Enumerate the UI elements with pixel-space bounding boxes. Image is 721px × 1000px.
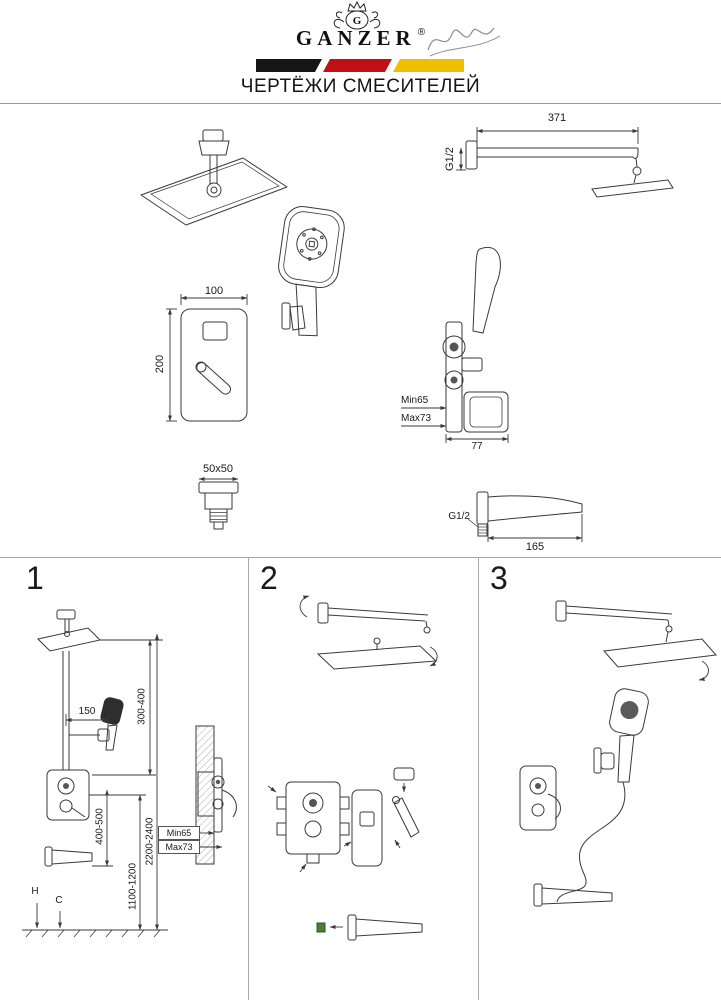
dim-wall-max: Max73: [401, 413, 432, 424]
dim-mixer-height-install: 1100-1200: [127, 862, 139, 911]
dim-escutcheon-size: 50x50: [203, 463, 233, 475]
rain-shower-drawing: [140, 129, 288, 226]
dim-mixer-width: 100: [204, 285, 224, 297]
brand-lockup: GANZER®: [0, 26, 721, 51]
dim-head-to-shower: 300-400: [136, 688, 148, 725]
dim-mixer-height: 200: [153, 354, 166, 374]
dim-arm-length: 371: [547, 112, 567, 124]
floor-height-mark: H: [31, 886, 39, 897]
mixer-side-drawing: [442, 246, 509, 433]
registered-mark: ®: [417, 27, 426, 38]
crest-logo-icon: G: [333, 0, 381, 30]
signature-mark: [427, 27, 501, 57]
mixer-side-dimensions: [401, 405, 509, 443]
section-3-number: 3: [490, 560, 508, 596]
wall-max-cell: Max73: [158, 840, 200, 854]
flag-yellow-segment: [393, 59, 464, 72]
spout-dimensions: [487, 514, 583, 542]
dim-spout-length: 165: [525, 541, 545, 553]
dim-arm-thread: G1/2: [443, 147, 456, 171]
flag-black-segment: [256, 59, 322, 72]
mixer-front-drawing: [180, 308, 248, 422]
hand-shower-drawing: [278, 206, 345, 337]
section-dividers: [0, 557, 721, 1000]
shower-arm-dimensions: [456, 127, 639, 171]
dim-wall-min: Min65: [401, 395, 429, 406]
wall-min-cell: Min65: [158, 826, 200, 840]
install-diagram-3: [519, 600, 717, 907]
install-diagram-1: [22, 609, 237, 938]
dim-spout-range: 400-500: [94, 808, 106, 845]
dim-head-height: 2200-2400: [144, 817, 156, 866]
crest-monogram: G: [353, 15, 362, 27]
flag-bar: [256, 59, 464, 72]
escutcheon-drawing: [198, 476, 239, 530]
dim-hand-shower-offset: 150: [78, 706, 96, 717]
flag-red-segment: [323, 59, 392, 72]
dim-spout-thread: G1/2: [448, 511, 470, 522]
page-title: ЧЕРТЁЖИ СМЕСИТЕЛЕЙ: [240, 76, 481, 97]
spout-drawing: [467, 491, 583, 537]
shower-arm-drawing: [465, 140, 674, 198]
dim-holder-width: 77: [471, 441, 483, 452]
section-2-number: 2: [260, 560, 278, 596]
install-diagram-2: [267, 595, 438, 941]
install-diagram-1-dimensions: [34, 633, 223, 931]
mixer-front-dimensions: [166, 294, 248, 422]
spout-height-mark: C: [55, 895, 63, 906]
brand-name: GANZER: [295, 26, 416, 50]
check-valve-part: [316, 922, 326, 933]
section-1-number: 1: [26, 560, 44, 596]
